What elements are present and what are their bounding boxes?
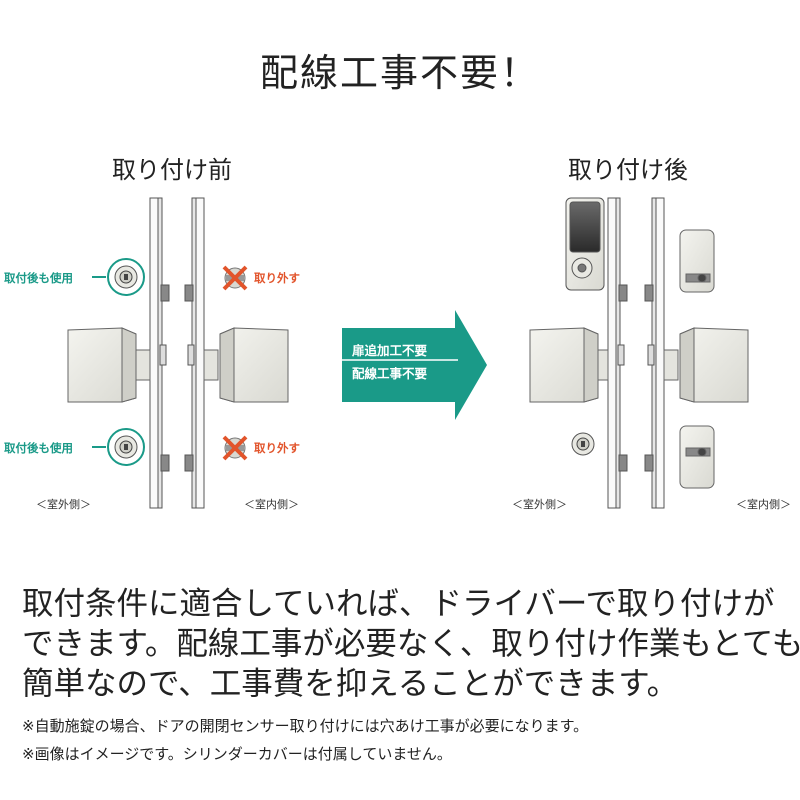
body-line: できます。配線工事が必要なく、取り付け作業もとても [22,626,800,662]
arrow-icon [342,310,487,420]
thumbturn-icon [222,435,248,461]
body-line: 簡単なので、工事費を抑えることができます。 [22,666,679,702]
note-image: ※画像はイメージです。シリンダーカバーは付属していません。 [22,745,452,763]
callout-keep-bottom: 取付後も使用 [4,441,73,455]
smart-lock-unit-icon [679,425,715,489]
door-handle-icon [663,327,749,403]
installation-diagram [67,197,749,509]
note-auto-lock: ※自動施錠の場合、ドアの開閉センサー取り付けには穴あけ工事が必要になります。 [22,717,589,735]
cylinder-icon [571,432,595,456]
after-heading: 取り付け後 [568,156,688,184]
smart-lock-unit-icon [679,229,715,293]
door-handle-icon [67,327,151,403]
arrow-label-no-door-work: 扉追加工不要 [352,343,428,358]
body-text: 取付条件に適合していれば、ドライバーで取り付けが できます。配線工事が必要なく、… [22,584,800,704]
body-line: 取付条件に適合していれば、ドライバーで取り付けが [22,586,775,622]
before-inside-label: ＜室内側＞ [244,498,299,511]
page-title: 配線工事不要！ [259,51,540,95]
cylinder-icon [92,258,145,296]
before-heading: 取り付け前 [112,156,232,184]
after-door-section [607,197,665,509]
callout-remove-bottom: 取り外す [254,441,300,455]
before-door-section [149,197,205,509]
arrow-label-no-wiring: 配線工事不要 [352,366,428,381]
thumbturn-icon [222,265,248,291]
after-outside-label: ＜室外側＞ [512,498,567,511]
smart-lock-keypad-icon [565,197,605,291]
callout-keep-top: 取付後も使用 [4,271,73,285]
callout-remove-top: 取り外す [254,271,300,285]
door-handle-icon [529,327,609,403]
before-outside-label: ＜室外側＞ [36,498,91,511]
door-handle-icon [203,327,289,403]
after-inside-label: ＜室内側＞ [736,498,791,511]
cylinder-icon [92,428,145,466]
